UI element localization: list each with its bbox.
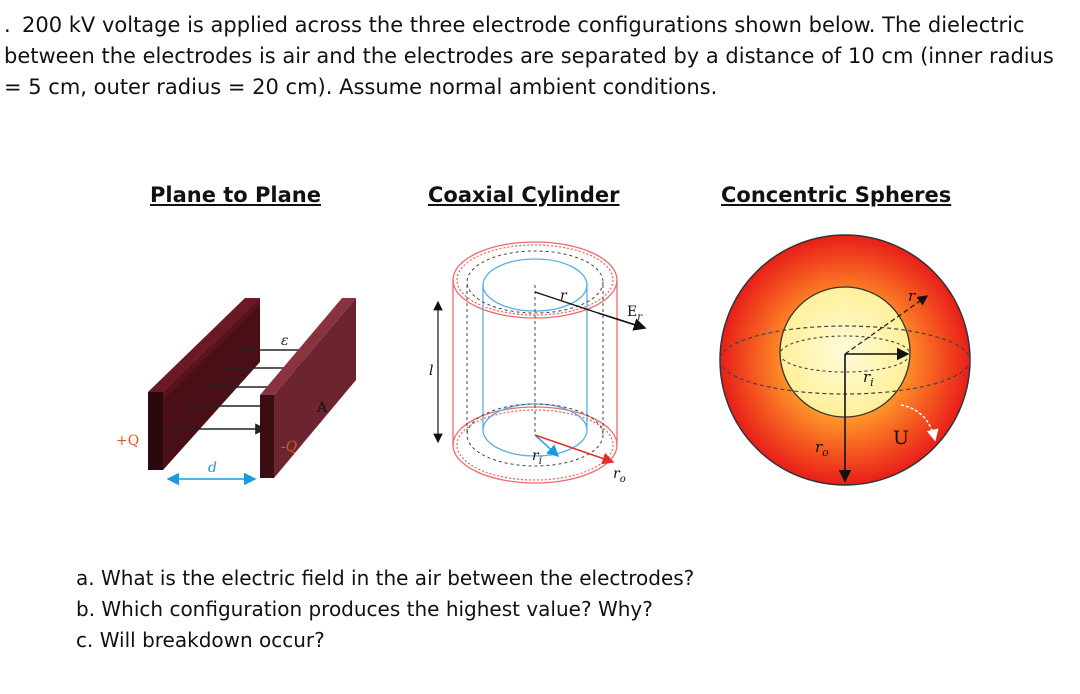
length-label: l xyxy=(429,363,433,379)
problem-text: 200 kV voltage is applied across the thr… xyxy=(4,13,1054,99)
field-arrow xyxy=(597,312,647,331)
heading-coaxial-cylinder: Coaxial Cylinder xyxy=(428,183,620,207)
ri-label: ri xyxy=(532,448,542,467)
question-c: c. Will breakdown occur? xyxy=(76,628,325,652)
radius-line xyxy=(534,291,599,314)
outer-radius-arrow xyxy=(534,434,615,465)
question-a: a. What is the electric field in the air… xyxy=(76,566,695,590)
ro-label: ro xyxy=(613,466,626,485)
heading-plane-to-plane: Plane to Plane xyxy=(150,183,321,207)
potential-arrow xyxy=(900,404,939,442)
question-b: b. Which configuration produces the high… xyxy=(76,597,653,621)
potential-label: U xyxy=(893,427,909,449)
sphere-r-label: r xyxy=(908,287,916,305)
concentric-spheres-figure: r ri ro U xyxy=(719,234,971,486)
minus-q-label: -Q xyxy=(281,439,298,455)
area-label: A xyxy=(316,400,328,416)
r-label: r xyxy=(560,288,568,304)
epsilon-label: ε xyxy=(281,333,289,349)
inner-radius-arrow xyxy=(534,434,560,458)
problem-number: . xyxy=(4,13,11,37)
r-arrow xyxy=(844,295,929,355)
left-plate xyxy=(148,298,260,470)
outer-cylinder xyxy=(452,241,618,484)
right-plate xyxy=(260,298,356,478)
equator-inner xyxy=(779,335,911,373)
questions-list: a. What is the electric field in the air… xyxy=(76,563,694,656)
problem-statement: .200 kV voltage is applied across the th… xyxy=(4,10,1072,103)
gaussian-surface xyxy=(466,250,604,467)
field-label: Er xyxy=(627,304,643,323)
heading-concentric-spheres: Concentric Spheres xyxy=(721,183,952,207)
coaxial-cylinder-figure: l r Er ri ro xyxy=(429,241,647,485)
plus-q-label: +Q xyxy=(116,433,139,449)
sphere-ri-label: ri xyxy=(863,368,874,389)
sphere-ro-label: ro xyxy=(815,438,829,459)
distance-label: d xyxy=(208,460,217,476)
plane-to-plane-figure: ε A +Q -Q d xyxy=(116,298,356,486)
